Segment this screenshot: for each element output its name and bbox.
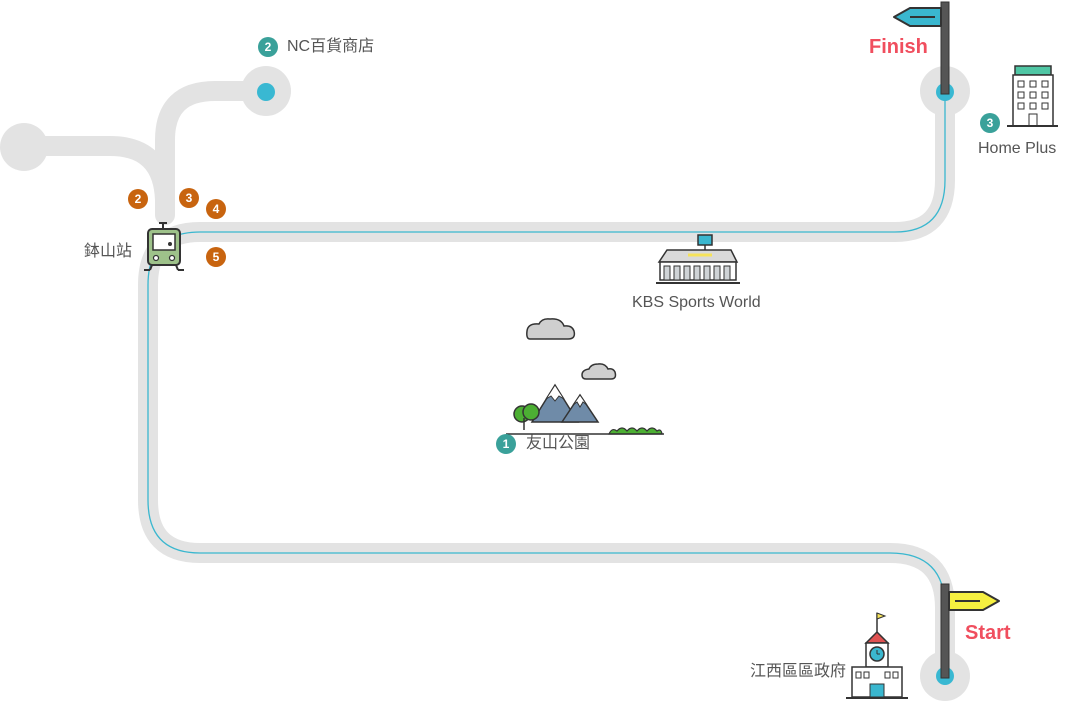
finish-label: Finish [869, 36, 928, 58]
nc-store-badge: 2 [258, 37, 278, 57]
nc-store-label[interactable]: NC百貨商店 [287, 38, 375, 55]
city-hall-icon[interactable] [846, 612, 908, 699]
park-label[interactable]: 友山公園 [526, 435, 591, 452]
building-icon[interactable] [1007, 65, 1058, 127]
home-plus-badge: 3 [980, 113, 1000, 133]
start-signpost-icon [940, 583, 1000, 679]
district-office-label[interactable]: 江西區區政府 [750, 663, 847, 680]
road-main [138, 81, 955, 686]
kbs-label[interactable]: KBS Sports World [632, 294, 761, 311]
station-label[interactable]: 鉢山站 [84, 243, 133, 260]
subway-train-icon[interactable] [144, 222, 184, 271]
station-exit-2-badge[interactable]: 2 [128, 189, 148, 209]
start-label: Start [965, 622, 1011, 644]
cloud-icon [526, 318, 617, 380]
road-end-west [0, 123, 48, 171]
home-plus-label[interactable]: Home Plus [978, 140, 1057, 157]
stadium-icon[interactable] [656, 234, 740, 284]
mountain-park-icon[interactable] [506, 383, 664, 435]
station-exit-3-badge[interactable]: 3 [179, 188, 199, 208]
route-line [147, 91, 946, 676]
road-network [14, 81, 955, 686]
finish-signpost-icon [893, 1, 950, 95]
station-exit-5-badge[interactable]: 5 [206, 247, 226, 267]
road-branch-nc [155, 81, 276, 225]
park-badge: 1 [496, 434, 516, 454]
station-exit-4-badge[interactable]: 4 [206, 199, 226, 219]
nc-store-dot[interactable] [257, 83, 275, 101]
